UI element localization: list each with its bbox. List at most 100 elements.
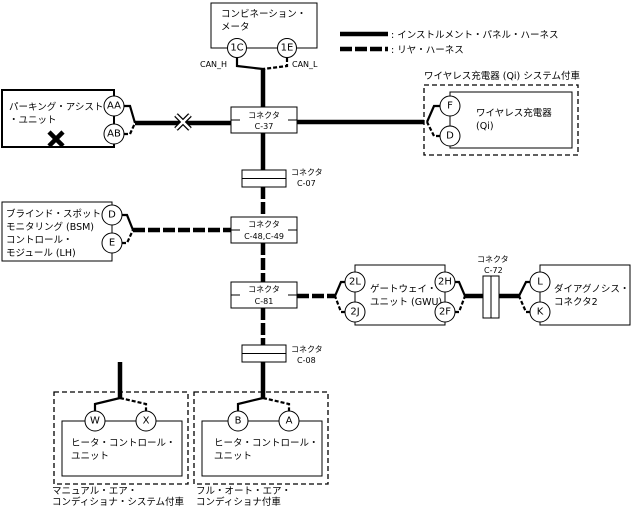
x-mark-icon <box>47 130 65 148</box>
pin-x <box>135 410 157 432</box>
c81-code: C-81 <box>255 297 274 306</box>
bsm-name-3: コントロール・ <box>6 235 73 246</box>
c72-code: C-72 <box>484 266 503 275</box>
c4849-code: C-48,C-49 <box>244 232 284 241</box>
bsm-name-1: ブラインド・スポット・ <box>6 208 111 220</box>
combination-meter-box <box>210 2 318 49</box>
pin-d-bsm-label: D <box>108 210 116 221</box>
pin-d-bsm <box>101 204 123 226</box>
connector-c08: コネクタ C-08 <box>241 344 323 365</box>
c4849-title: コネクタ <box>248 220 280 229</box>
wireless-name-2: (Qi) <box>476 121 494 132</box>
combination-meter-name-2: メータ <box>221 22 250 33</box>
manual-ac-heater-unit: W X ヒータ・コントロール・ ユニット マニュアル・エア・ コンディショナ・シ… <box>52 362 189 507</box>
gateway-unit: ゲートウェイ・ ユニット (GWU) 2L 2J 2H 2F <box>297 264 483 326</box>
bsm-module: ブラインド・スポット・ モニタリング (BSM) コントロール・ モジュール (… <box>1 201 231 262</box>
pin-w <box>84 410 106 432</box>
c08-code: C-08 <box>297 356 316 365</box>
pin-l <box>529 271 551 293</box>
pin-ab <box>103 123 125 145</box>
parking-assist-name-2: ・ユニット <box>9 115 57 126</box>
manual-ac-system-1: マニュアル・エア・ <box>52 486 137 497</box>
pin-x-label: X <box>143 416 150 427</box>
open-circuit-icon <box>174 113 192 131</box>
pin-aa-label: AA <box>107 101 121 112</box>
c81-title: コネクタ <box>248 285 280 294</box>
pin-2h <box>434 271 456 293</box>
pin-2f-label: 2F <box>439 307 451 318</box>
combination-meter-name-1: コンビネーション・ <box>221 9 306 20</box>
c37-code: C-37 <box>255 122 274 131</box>
wireless-name-1: ワイヤレス充電器 <box>476 107 552 119</box>
pin-a-label: A <box>286 416 293 427</box>
pin-w-label: W <box>90 416 100 427</box>
can-h-label: CAN_H <box>200 60 227 69</box>
parking-assist-name-1: パーキング・アシスト <box>9 101 103 113</box>
pin-2l-label: 2L <box>349 277 361 288</box>
auto-ac-heater-unit: B A ヒータ・コントロール・ ユニット フル・オート・エア・ コンディショナ付… <box>193 391 329 507</box>
pin-e-bsm-label: E <box>109 238 115 249</box>
pin-b <box>227 410 249 432</box>
diagnosis-connector: ダイアグノシス・ コネクタ2 L K <box>517 264 631 326</box>
pin-2l <box>344 271 366 293</box>
pin-ab-label: AB <box>107 129 121 140</box>
wireless-charger-box <box>449 91 573 149</box>
manual-ac-system-2: コンディショナ・システム付車 <box>52 496 185 507</box>
gateway-name-2: ユニット (GWU) <box>370 297 442 308</box>
wireless-system-dashbox <box>423 84 579 156</box>
manual-ac-unit-box <box>61 420 183 477</box>
auto-ac-system-1: フル・オート・エア・ <box>196 486 291 497</box>
pin-k <box>529 301 551 323</box>
pin-1c-label: 1C <box>230 43 243 54</box>
diagnosis-name-1: ダイアグノシス・ <box>554 283 629 295</box>
connector-c07: コネクタ C-07 <box>241 168 323 188</box>
bsm-box <box>1 201 113 262</box>
legend-dashed-label: : リヤ・ハーネス <box>391 45 464 56</box>
manual-ac-unit-name-1: ヒータ・コントロール・ <box>71 438 176 449</box>
bsm-name-2: モニタリング (BSM) <box>6 221 94 233</box>
diagnosis-box <box>539 264 631 326</box>
auto-ac-dashbox <box>193 391 329 485</box>
pin-2j-label: 2J <box>350 307 359 318</box>
combination-meter: コンビネーション・ メータ 1C 1E CAN_H CAN_L <box>200 2 318 71</box>
bsm-name-4: モジュール (LH) <box>6 248 76 259</box>
pin-f-label: F <box>447 101 453 112</box>
wireless-system-label: ワイヤレス充電器 (Qi) システム付車 <box>424 70 580 82</box>
pin-2f <box>434 301 456 323</box>
pin-1e <box>277 38 297 58</box>
wireless-charger: ワイヤレス充電器 (Qi) システム付車 ワイヤレス充電器 (Qi) F D <box>297 70 580 156</box>
connector-c48-c49: コネクタ C-48,C-49 <box>230 216 298 244</box>
legend-solid-label: : インストルメント・パネル・ハーネス <box>391 30 559 41</box>
c07-title: コネクタ <box>291 168 323 177</box>
pin-2j <box>344 301 366 323</box>
c07-code: C-07 <box>297 179 316 188</box>
connector-c81: コネクタ C-81 <box>230 281 298 309</box>
pin-1c <box>227 38 247 58</box>
auto-ac-unit-name-2: ユニット <box>214 451 252 462</box>
pin-d-wireless-label: D <box>446 131 454 142</box>
c72-title: コネクタ <box>477 255 509 264</box>
diagnosis-name-2: コネクタ2 <box>554 297 598 308</box>
pin-d-wireless <box>439 125 461 147</box>
pin-e-bsm <box>101 232 123 254</box>
gateway-name-1: ゲートウェイ・ <box>370 283 437 295</box>
pin-f <box>439 95 461 117</box>
gateway-box <box>354 264 446 326</box>
pin-2h-label: 2H <box>438 277 452 288</box>
connector-c72: コネクタ C-72 <box>477 255 519 319</box>
parking-assist-unit: パーキング・アシスト ・ユニット AA AB <box>1 89 231 148</box>
manual-ac-dashbox <box>53 391 189 485</box>
c37-title: コネクタ <box>248 111 280 120</box>
pin-k-label: K <box>537 307 544 318</box>
connector-c37: コネクタ C-37 <box>230 106 298 134</box>
pin-b-label: B <box>235 416 242 427</box>
legend: : インストルメント・パネル・ハーネス : リヤ・ハーネス <box>340 30 559 56</box>
pin-a <box>278 410 300 432</box>
auto-ac-system-2: コンディショナ付車 <box>196 496 281 507</box>
can-l-label: CAN_L <box>292 60 318 69</box>
pin-l-label: L <box>537 277 543 288</box>
auto-ac-unit-box <box>201 420 323 477</box>
manual-ac-unit-name-2: ユニット <box>71 451 109 462</box>
auto-ac-unit-name-1: ヒータ・コントロール・ <box>214 438 319 449</box>
